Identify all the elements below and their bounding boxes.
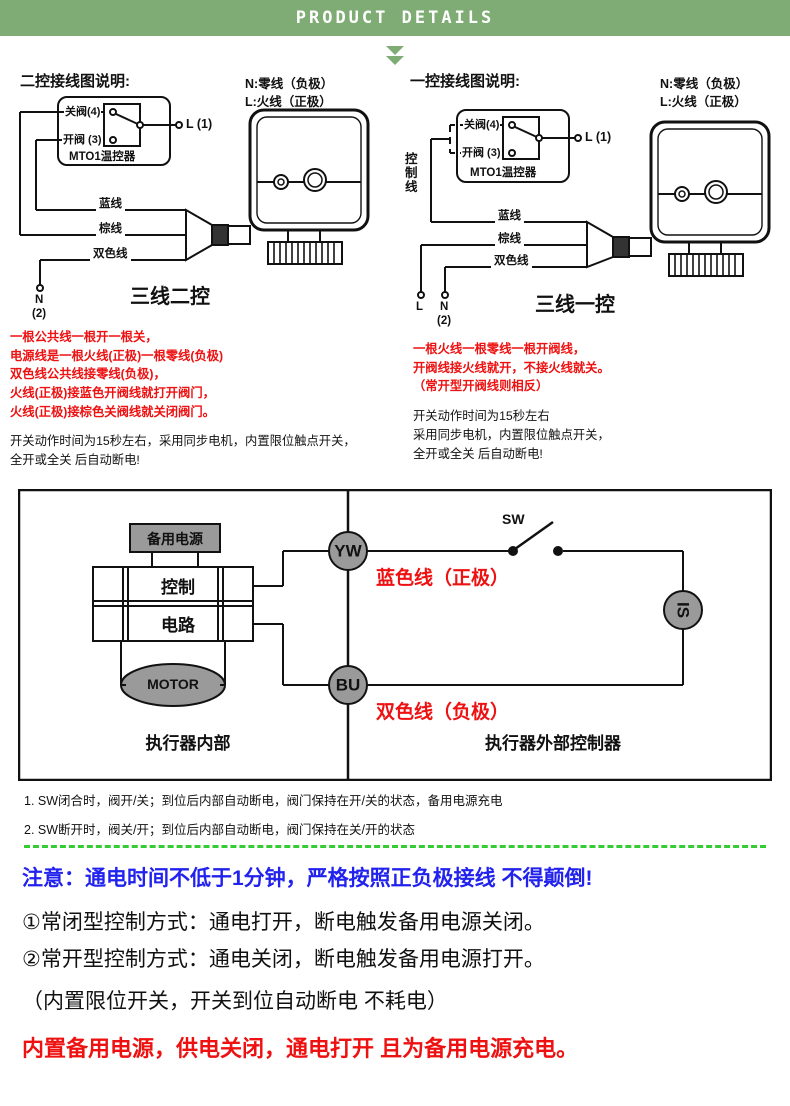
right-open-valve-label: 开阀 (3) xyxy=(461,144,502,160)
left-dual-wire-label: 双色线 xyxy=(90,245,131,261)
left-legend: N:零线（负极） L:火线（正极） xyxy=(245,75,333,111)
page-title: PRODUCT DETAILS xyxy=(295,8,495,28)
right-red-note-3: （常开型开阀线则相反） xyxy=(413,379,549,394)
sw-switch-label: SW xyxy=(502,511,525,527)
right-red-note-1: 一根火线一根零线一根开阀线， xyxy=(413,342,586,356)
control-circuit-label-line1: 控制 xyxy=(161,578,195,597)
left-wiring-svg xyxy=(19,96,370,292)
svg-text:YW: YW xyxy=(334,542,362,561)
section-divider xyxy=(24,845,766,848)
left-red-note-1: 一根公共线一根开一根关， xyxy=(10,330,158,344)
left-legend-n: N:零线（负极） xyxy=(245,77,334,91)
left-blue-wire-label: 蓝线 xyxy=(96,195,125,211)
right-wiring-svg xyxy=(417,109,771,299)
instruction-item-2: ②常开型控制方式：通电关闭，断电触发备用电源打开。 xyxy=(22,948,545,971)
header-bar: PRODUCT DETAILS xyxy=(0,0,790,36)
circuit-note-1: 1. SW闭合时，阀开/关；到位后内部自动断电，阀门保持在开/关的状态，备用电源… xyxy=(24,794,503,808)
right-mode-label: 三线一控 xyxy=(535,294,615,316)
bottom-instructions: 注意：通电时间不低于1分钟，严格按照正负极接线 不得颠倒! ①常闭型控制方式：通… xyxy=(22,862,782,1063)
left-black-note-1: 开关动作时间为15秒左右，采用同步电机，内置限位触点开关， xyxy=(10,434,356,448)
left-red-note-4: 火线(正极)接蓝色开阀线就打开阀门， xyxy=(10,386,215,401)
right-legend-n: N:零线（负极） xyxy=(660,77,749,91)
right-brown-wire-label: 棕线 xyxy=(495,230,524,246)
right-legend: N:零线（负极） L:火线（正极） xyxy=(660,75,748,111)
right-blue-wire-label: 蓝线 xyxy=(495,207,524,223)
left-open-valve-label: 开阀 (3) xyxy=(62,131,103,147)
left-red-note-3: 双色线公共线接零线(负极)， xyxy=(10,367,166,382)
actuator-inside-label: 执行器内部 xyxy=(145,734,231,753)
right-dual-wire-label: 双色线 xyxy=(491,252,532,268)
wiring-diagrams-section: 二控接线图说明: N:零线（负极） L:火线（正极） xyxy=(0,70,790,470)
instruction-item-3: （内置限位开关，开关到位自动断电 不耗电） xyxy=(22,990,448,1013)
two-control-diagram: 二控接线图说明: N:零线（负极） L:火线（正极） xyxy=(0,70,395,470)
right-terminal-n-number: (2) xyxy=(437,315,452,327)
svg-text:IS: IS xyxy=(674,602,693,618)
left-red-notes: 一根公共线一根开一根关， 电源线是一根火线(正极)一根零线(负极) 双色线公共线… xyxy=(10,328,223,421)
right-terminal-bottom-n: N xyxy=(440,301,449,313)
right-control-line-label: 控制线 xyxy=(405,152,418,194)
circuit-svg: YW BU IS xyxy=(17,488,773,782)
backup-power-label: 备用电源 xyxy=(147,531,203,547)
left-red-note-2: 电源线是一根火线(正极)一根零线(负极) xyxy=(10,348,224,363)
right-black-notes: 开关动作时间为15秒左右 采用同步电机，内置限位触点开关， 全开或全关 后自动断… xyxy=(413,407,610,464)
right-terminal-bottom-l: L xyxy=(416,301,424,313)
right-terminal-l: L (1) xyxy=(585,130,612,144)
right-black-note-1: 开关动作时间为15秒左右 xyxy=(413,409,550,423)
blue-wire-polarity-label: 蓝色线（正极） xyxy=(376,568,510,589)
actuator-outside-label: 执行器外部控制器 xyxy=(485,734,621,753)
chevron-down-icon xyxy=(386,55,404,65)
right-red-note-2: 开阀线接火线就开，不接火线就关。 xyxy=(413,360,610,375)
left-terminal-n: N xyxy=(35,294,44,306)
final-note: 内置备用电源，供电关闭，通电打开 且为备用电源充电。 xyxy=(22,1036,579,1061)
right-thermostat-model: MTO1温控器 xyxy=(469,164,538,180)
left-brown-wire-label: 棕线 xyxy=(96,220,125,236)
left-black-note-2: 全开或全关 后自动断电! xyxy=(10,453,140,468)
left-black-notes: 开关动作时间为15秒左右，采用同步电机，内置限位触点开关， 全开或全关 后自动断… xyxy=(10,432,356,470)
right-black-note-2: 采用同步电机，内置限位触点开关， xyxy=(413,428,610,443)
warning-line: 注意：通电时间不低于1分钟，严格按照正负极接线 不得颠倒! xyxy=(22,867,593,890)
left-section-title: 二控接线图说明: xyxy=(20,73,130,90)
dual-wire-polarity-label: 双色线（负极） xyxy=(376,702,510,723)
right-red-notes: 一根火线一根零线一根开阀线， 开阀线接火线就开，不接火线就关。 （常开型开阀线则… xyxy=(413,340,610,396)
scroll-down-chevrons xyxy=(0,36,790,70)
svg-text:BU: BU xyxy=(336,676,361,695)
left-thermostat-model: MTO1温控器 xyxy=(68,148,137,164)
left-mode-label: 三线二控 xyxy=(130,286,210,308)
main-circuit-diagram: YW BU IS 备用电源 控制 电路 MOTOR SW 蓝色线（正极） 双色线… xyxy=(17,488,773,782)
control-circuit-label-line2: 电路 xyxy=(161,616,195,635)
right-legend-l: L:火线（正极） xyxy=(660,95,747,110)
right-section-title: 一控接线图说明: xyxy=(410,73,520,90)
left-red-note-5: 火线(正极)接棕色关阀线就关闭阀门。 xyxy=(10,404,215,419)
circuit-note-2: 2. SW断开时，阀关/开；到位后内部自动断电，阀门保持在关/开的状态 xyxy=(24,823,415,837)
motor-label: MOTOR xyxy=(147,676,199,692)
instruction-item-1: ①常闭型控制方式：通电打开，断电触发备用电源关闭。 xyxy=(22,911,545,934)
left-terminal-l: L (1) xyxy=(186,117,213,131)
left-close-valve-label: 关阀(4) xyxy=(64,103,102,119)
left-terminal-n-number: (2) xyxy=(32,308,47,320)
one-control-diagram: 一控接线图说明: N:零线（负极） L:火线（正极） xyxy=(395,70,790,470)
left-legend-l: L:火线（正极） xyxy=(245,95,332,110)
right-black-note-3: 全开或全关 后自动断电! xyxy=(413,447,543,462)
circuit-notes: 1. SW闭合时，阀开/关；到位后内部自动断电，阀门保持在开/关的状态，备用电源… xyxy=(24,790,766,848)
right-close-valve-label: 关阀(4) xyxy=(463,116,501,132)
chevron-down-icon xyxy=(386,45,404,55)
